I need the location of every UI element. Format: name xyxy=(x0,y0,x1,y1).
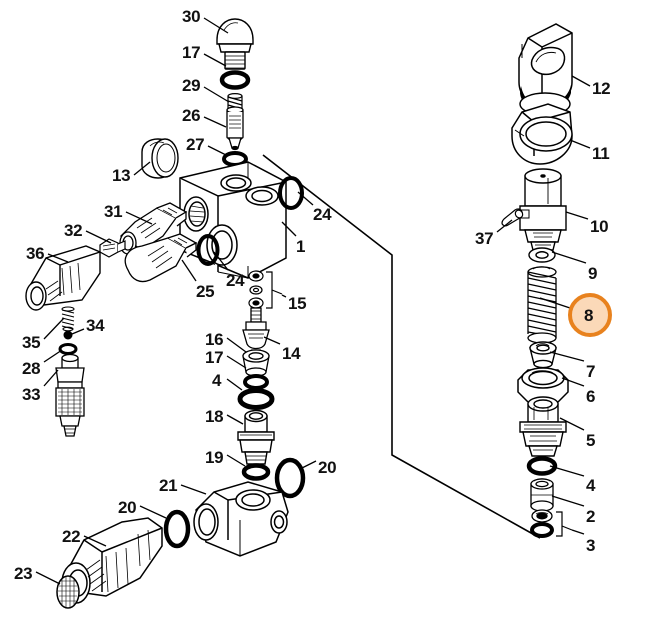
part-11-collar xyxy=(511,103,573,165)
part-20-oring-right xyxy=(274,457,306,499)
callout-34: 34 xyxy=(86,316,105,335)
callout-17-lower: 17 xyxy=(205,348,224,367)
callout-21: 21 xyxy=(159,476,178,495)
part-23-filter-screen xyxy=(56,575,80,609)
callout-7: 7 xyxy=(586,362,596,381)
part-31-fitting xyxy=(119,202,188,255)
callout-25: 25 xyxy=(196,282,215,301)
part-1-valve-body xyxy=(179,161,287,279)
callout-37: 37 xyxy=(475,229,494,248)
part-4-oring-center xyxy=(237,388,275,410)
part-15-washer-stack xyxy=(248,270,264,309)
callout-36: 36 xyxy=(26,244,45,263)
callout-10: 10 xyxy=(590,217,609,236)
part-12-knob-cap xyxy=(518,23,573,116)
callout-9: 9 xyxy=(588,264,598,283)
part-36-hex-fitting xyxy=(25,245,101,311)
callout-18: 18 xyxy=(205,407,224,426)
callout-12: 12 xyxy=(592,79,611,98)
part-8-main-spring xyxy=(527,266,557,344)
part-24-oring-left xyxy=(196,234,220,266)
callout-8-highlighted: 8 xyxy=(584,306,594,325)
bracket-15 xyxy=(266,271,283,309)
callout-28: 28 xyxy=(22,359,41,378)
part-20-oring-left xyxy=(163,509,191,549)
part-35-small-spring xyxy=(61,306,75,332)
part-2-sleeve xyxy=(530,478,554,512)
callout-20-right: 20 xyxy=(318,458,337,477)
part-13-plug xyxy=(141,138,179,179)
callout-19: 19 xyxy=(205,448,224,467)
part-30-dome-bolt xyxy=(216,18,254,70)
part-19-oring xyxy=(241,463,271,481)
callout-3: 3 xyxy=(586,536,596,555)
highlight-circle-part-8 xyxy=(568,293,612,337)
callout-15: 15 xyxy=(288,294,307,313)
part-16-cap-nut xyxy=(242,349,270,377)
callout-31: 31 xyxy=(104,202,123,221)
part-18-adapter xyxy=(237,409,275,465)
callout-16: 16 xyxy=(205,330,224,349)
part-14-needle-seat xyxy=(242,307,270,357)
part-28-washer xyxy=(58,343,78,355)
callout-2: 2 xyxy=(586,507,596,526)
callout-1: 1 xyxy=(296,237,306,256)
bracket-3 xyxy=(556,511,573,537)
callout-4-center: 4 xyxy=(212,371,222,390)
part-37-roll-pin xyxy=(501,208,524,227)
part-17-oring-upper xyxy=(219,70,251,90)
callout-13: 13 xyxy=(112,166,131,185)
callout-6: 6 xyxy=(586,387,596,406)
callout-22: 22 xyxy=(62,527,81,546)
callout-24-right: 24 xyxy=(313,205,332,224)
callout-leader-lines xyxy=(35,17,591,585)
callout-27: 27 xyxy=(186,135,205,154)
callout-20-left: 20 xyxy=(118,498,137,517)
assembly-connector-outline xyxy=(262,154,541,539)
callout-26: 26 xyxy=(182,106,201,125)
part-5-threaded-body xyxy=(519,396,567,457)
callout-24-left: 24 xyxy=(226,271,245,290)
part-34-ball xyxy=(63,330,73,340)
part-4-oring-right xyxy=(526,456,558,476)
part-25-bent-fitting xyxy=(124,233,198,283)
part-9-washer xyxy=(528,247,556,263)
callout-32: 32 xyxy=(64,221,83,240)
part-33-valve xyxy=(55,353,85,437)
part-3-oring xyxy=(530,522,554,538)
callout-33: 33 xyxy=(22,385,41,404)
callout-17-upper: 17 xyxy=(182,43,201,62)
callout-35: 35 xyxy=(22,333,41,352)
callout-4-right: 4 xyxy=(586,476,596,495)
callout-30: 30 xyxy=(182,7,201,26)
part-17-oring-lower xyxy=(243,374,269,390)
part-10-stem-body xyxy=(519,168,567,251)
callout-5: 5 xyxy=(586,431,596,450)
part-26-plunger xyxy=(226,106,244,151)
callout-11: 11 xyxy=(592,144,610,163)
part-6-hex-nut xyxy=(517,367,569,403)
callout-23: 23 xyxy=(14,564,33,583)
part-3-washer-upper xyxy=(531,509,553,523)
part-21-tee-body xyxy=(193,481,289,557)
part-24-oring-right xyxy=(278,176,304,210)
callout-29: 29 xyxy=(182,76,201,95)
callout-14: 14 xyxy=(282,344,301,363)
part-7-spring-seat xyxy=(529,341,557,369)
